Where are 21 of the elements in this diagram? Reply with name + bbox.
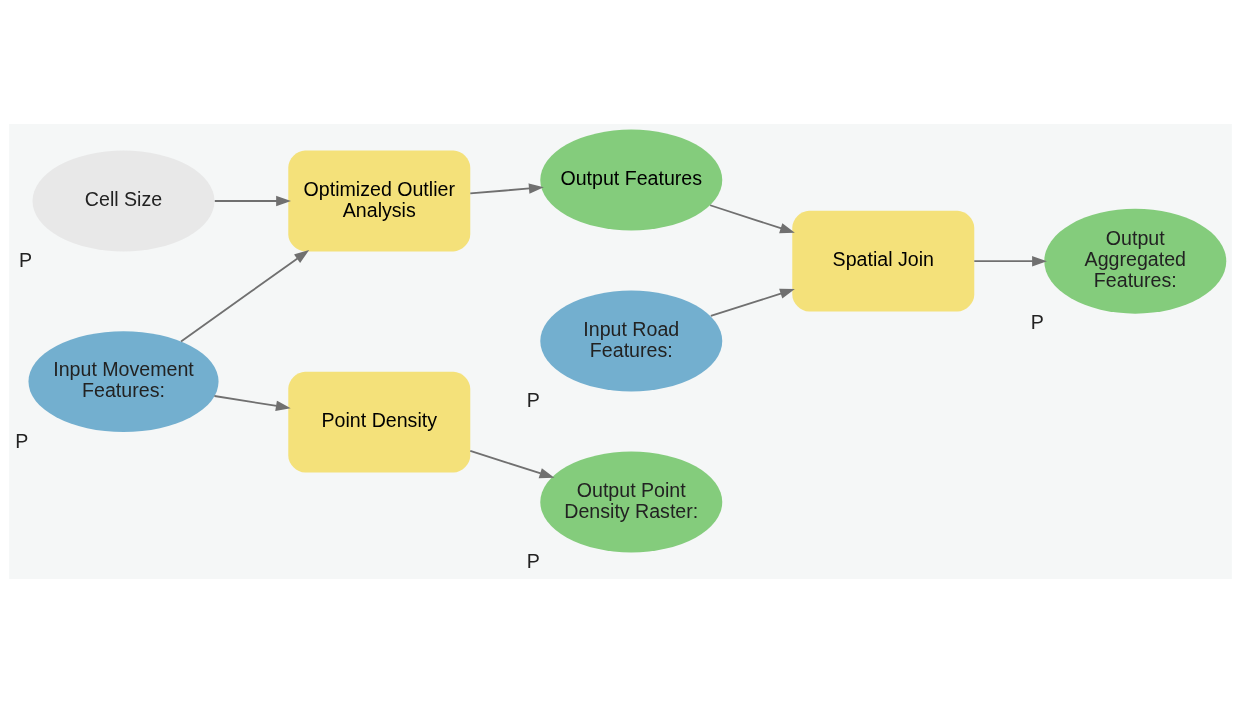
- node-label: P: [1030, 311, 1044, 334]
- node-ellipse: Cell Size: [32, 150, 215, 252]
- arrow: [469, 183, 544, 195]
- arrow: [709, 204, 795, 234]
- arrow: [213, 195, 291, 207]
- node-box: Spatial Join: [792, 210, 975, 312]
- node-ellipse: Output Aggregated Features:: [1044, 208, 1227, 314]
- arrow: [469, 450, 555, 479]
- arrow: [213, 395, 291, 411]
- arrow: [973, 256, 1047, 267]
- node-box: Point Density: [288, 371, 471, 473]
- node-label: P: [18, 249, 33, 272]
- arrow: [180, 250, 310, 343]
- node-label: P: [15, 429, 29, 452]
- node-label: P: [526, 550, 540, 573]
- arrow: [709, 288, 795, 317]
- node-label: P: [526, 389, 540, 412]
- node-box: Optimized Outlier Analysis: [288, 150, 471, 252]
- node-ellipse: Output Features: [540, 129, 723, 231]
- node-ellipse: Input Movement Features:: [28, 331, 219, 432]
- node-ellipse: Input Road Features:: [540, 290, 723, 392]
